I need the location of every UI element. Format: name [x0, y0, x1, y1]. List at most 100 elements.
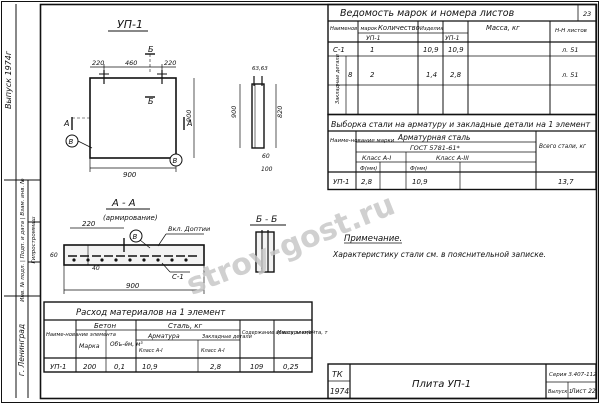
section-aa-rebar: С-1	[172, 273, 184, 281]
materials-h-obem: Объ-ём, м³	[110, 341, 143, 348]
materials-h-name: Наиме-нование элемента	[46, 332, 116, 338]
dim-900-side: 900	[230, 106, 238, 118]
dim-220-right: 220	[164, 59, 176, 67]
schedule-table: Ведомость марок и номера листов 23 Наиме…	[327, 3, 597, 116]
plan-view: УП-1 220 460 220 Б Б А А 900 900	[63, 18, 195, 179]
title-vypusk: Выпуск 1	[548, 389, 572, 395]
circle-v-left: В	[69, 138, 74, 146]
steel-h-gost: ГОСТ 5781-61*	[410, 144, 460, 152]
dim-60-side: 60	[262, 153, 270, 160]
schedule-h-edin: Изделия	[420, 26, 443, 32]
drawing-title: УП-1	[117, 18, 143, 31]
steel-row-v2: 10,9	[412, 178, 428, 186]
materials-row-name: УП-1	[50, 363, 67, 371]
section-aa-callout: Вкл. Доптии	[168, 225, 210, 233]
watermark: stroy-gost.ru	[181, 187, 399, 302]
slab-section	[63, 244, 205, 266]
notes: Примечание. Характеристику стали см. в п…	[332, 234, 546, 259]
section-aa-subtitle: (армирование)	[103, 214, 158, 222]
title-name: Плита УП-1	[412, 379, 471, 390]
row1-m2: 10,9	[448, 46, 464, 54]
margin-top-text: Выпуск 1974г	[4, 50, 13, 109]
row2-qty: 2	[370, 71, 375, 79]
dim-220-top: 220	[92, 59, 104, 67]
materials-h-zakl: Закладные детали	[202, 334, 253, 340]
steel-h-a1: Класс А-I	[362, 155, 391, 162]
row1-list: л. 51	[561, 46, 579, 54]
schedule-h-up-2: УП-1	[445, 35, 460, 42]
schedule-h-list: Н-Н листов	[555, 28, 587, 34]
materials-row-a: 10,9	[142, 363, 158, 371]
dim-900: 900	[123, 171, 137, 179]
section-aa-dim-60: 60	[50, 252, 58, 259]
materials-row-massa: 0,25	[283, 363, 299, 371]
margin-small-text: Гипростроммаш	[31, 217, 37, 264]
title-tk: ТК	[332, 370, 343, 379]
materials-row-z: 2,8	[210, 363, 222, 371]
circle-v-right: В	[173, 157, 178, 165]
row2-label: Закладные детали	[335, 53, 341, 104]
steel-h-a3: Класс А-III	[436, 155, 469, 162]
title-series: Серия 3.407-112	[549, 372, 597, 378]
row1-label: С-1	[333, 46, 345, 54]
section-aa-dim-900: 900	[126, 282, 140, 290]
steel-row-v1: 2,8	[361, 178, 373, 186]
steel-row-name: УП-1	[333, 178, 350, 186]
notes-heading: Примечание.	[344, 234, 402, 244]
dim-460: 460	[125, 59, 137, 67]
schedule-h-kol: Количество	[378, 24, 420, 32]
materials-h-soder: Содержание арматуры кг/м³	[242, 330, 315, 336]
materials-row-obem: 0,1	[114, 363, 125, 371]
materials-row-marka: 200	[83, 363, 97, 371]
steel-table: Выборка стали на арматуру и закладные де…	[327, 113, 597, 191]
title-list: Лист 22	[570, 388, 596, 395]
left-margin: Выпуск 1974г Инв. № подл. | Подп. и дата…	[4, 4, 40, 398]
schedule-h-marka: Наименов. марок	[330, 26, 378, 32]
materials-row-soder: 109	[250, 363, 264, 371]
row2-m1: 1,4	[426, 71, 437, 79]
steel-h-name: Наиме-нование марки	[330, 138, 395, 144]
row1-m1: 10,9	[423, 46, 439, 54]
section-aa: А - А (армирование) 220 60 40 В Вкл. Доп…	[50, 198, 210, 294]
margin-bottom-text: г. Ленинград	[17, 324, 26, 376]
title-block: ТК 1974 Плита УП-1 Серия 3.407-112 Выпус…	[327, 363, 597, 400]
title-year: 1974	[330, 387, 349, 396]
section-b-mark-top: Б	[148, 45, 154, 54]
slab-outline	[89, 77, 177, 159]
schedule-h-massa: Масса, кг	[486, 24, 520, 32]
materials-h-stal: Сталь, кг	[168, 322, 203, 330]
row2-m2: 2,8	[450, 71, 462, 79]
side-view: 63,63 900 820 60 100	[230, 66, 284, 173]
steel-row-total: 13,7	[558, 178, 574, 186]
row2-list: л. 51	[561, 71, 579, 79]
section-bb-body	[255, 231, 275, 273]
dim-100: 100	[261, 166, 273, 173]
section-bb: Б - Б	[250, 215, 286, 273]
inner-frame	[39, 3, 598, 400]
section-a-mark-right: А	[186, 119, 192, 128]
steel-title: Выборка стали на арматуру и закладные де…	[331, 120, 591, 129]
steel-h-total: Всего стали, кг	[539, 144, 587, 150]
sheet-number: 23	[583, 10, 591, 18]
schedule-title: Ведомость марок и номера листов	[340, 8, 515, 19]
materials-h-massa: Масса элемента, т	[277, 330, 329, 336]
materials-title: Расход материалов на 1 элемент	[76, 308, 226, 318]
section-b-mark-bottom: Б	[148, 97, 154, 106]
dim-900-vertical: 900	[185, 110, 193, 122]
margin-mid-text: Инв. № подл. | Подп. и дата | Взам. инв.…	[20, 178, 26, 302]
section-aa-dim-40: 40	[92, 265, 100, 272]
steel-h-steel: Арматурная сталь	[397, 133, 470, 142]
dim-63: 63,63	[252, 66, 268, 72]
section-bb-title: Б - Б	[256, 215, 277, 225]
section-aa-dim-220: 220	[82, 220, 96, 228]
steel-h-d8: Ф(мм)	[360, 166, 377, 172]
materials-h-marka: Марка	[79, 343, 100, 350]
materials-h-a2: Класс А-I	[201, 348, 225, 354]
row2-sub: 8	[348, 71, 353, 79]
steel-h-d10: Ф(мм)	[410, 166, 427, 172]
materials-h-a1: Класс А-I	[139, 348, 163, 354]
notes-text: Характеристику стали см. в пояснительной…	[332, 250, 546, 259]
section-a-mark-left: А	[63, 119, 69, 128]
